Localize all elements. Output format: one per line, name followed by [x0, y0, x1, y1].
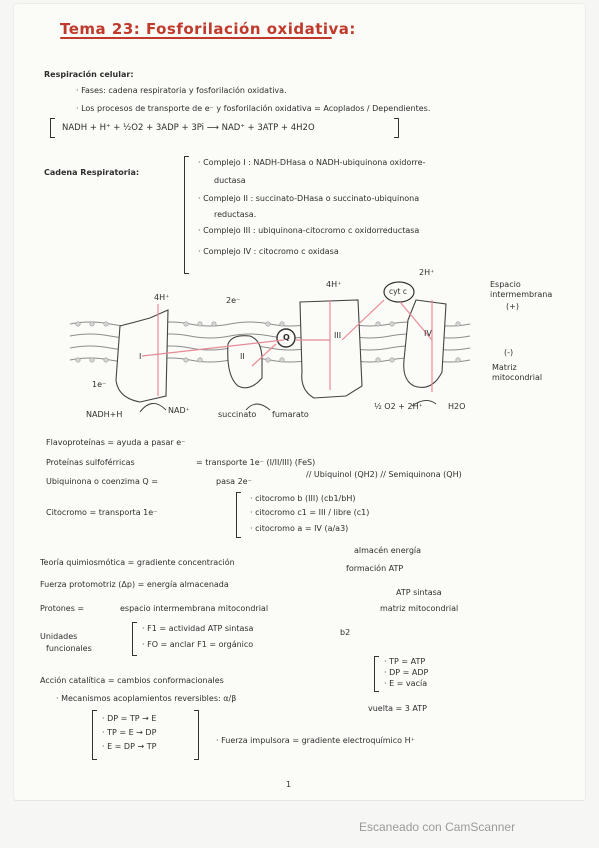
catalytic-action: Acción catalítica = cambios conformacion… [40, 676, 224, 685]
protons-from: espacio intermembrana mitocondrial [120, 604, 269, 613]
two-electrons-label: 2e⁻ [226, 296, 241, 305]
q-label: Q [283, 333, 290, 342]
notebook-sheet [14, 4, 585, 800]
intro-line-1: · Fases: cadena respiratoria y fosforila… [76, 86, 287, 95]
succinato-label: succinato [218, 410, 257, 419]
atp-formation-label: formación ATP [346, 564, 404, 573]
cycle-step-3: · E = DP → TP [102, 742, 157, 751]
intro-line-2: · Los procesos de transporte de e⁻ y fos… [76, 104, 431, 113]
cycle-step-2: · TP = E → DP [102, 728, 157, 737]
turn-yield: vuelta = 3 ATP [368, 704, 427, 713]
complex-2-label: II [240, 352, 245, 361]
matrix-label-2: mitocondrial [492, 373, 543, 382]
matrix-label-1: Matriz [492, 363, 517, 372]
fes-proteins-transport: = transporte 1e⁻ (I/II/III) (FeS) [196, 458, 316, 467]
units-bracket [132, 622, 137, 656]
bullet-cadena: Cadena Respiratoria: [44, 168, 140, 177]
substrate-arrows [139, 400, 437, 413]
membrane-lipid-heads [75, 321, 461, 363]
energy-store-label: almacén energía [354, 546, 422, 555]
complejo-1-cont: ductasa [214, 176, 246, 185]
cytochrome-note: Citocromo = transporta 1e⁻ [46, 508, 158, 517]
oxygen-label: ½ O2 + 2H⁺ [374, 402, 423, 411]
functional-units-2: funcionales [46, 644, 92, 653]
positive-side-label: (+) [506, 302, 519, 311]
camscanner-watermark: Escaneado con CamScanner [359, 820, 516, 834]
nadh-label: NADH+H [86, 410, 123, 419]
global-equation: NADH + H⁺ + ½O2 + 3ADP + 3Pi ⟶ NAD⁺ + 3A… [62, 123, 315, 133]
bullet-respiracion: Respiración celular: [44, 70, 134, 79]
flavoproteins-note: Flavoproteínas = ayuda a pasar e⁻ [46, 438, 186, 447]
reversible-coupling: · Mecanismos acoplamientos reversibles: … [56, 694, 237, 703]
f1-unit: · F1 = actividad ATP sintasa [142, 624, 254, 633]
b2-label: b2 [340, 628, 351, 637]
complejo-2-cont: reductasa. [214, 210, 257, 219]
ubiquinone-note: Ubiquinona o coenzima Q = [46, 477, 158, 486]
cycle-step-1: · DP = TP → E [102, 714, 157, 723]
protons-complex-1: 4H⁺ [154, 293, 170, 302]
one-electron-label: 1e⁻ [92, 380, 107, 389]
cycle-bracket-right [194, 710, 199, 760]
complejo-2: · Complejo II : succinato-DHasa o succin… [198, 194, 420, 203]
page-bottom-line [14, 800, 585, 801]
intermembrane-space-label-2: intermembrana [490, 290, 553, 299]
cytochrome-b: · citocromo b (III) (cb1/bH) [250, 494, 356, 503]
page-title: Tema 23: Fosforilación oxidativa: [60, 20, 356, 38]
cytochrome-a: · citocromo a = IV (a/a3) [250, 524, 349, 533]
cytochrome-bracket [236, 492, 241, 538]
fes-proteins-note: Proteínas sulfoférricas [46, 458, 135, 467]
cytochrome-c-label: cyt c [389, 287, 408, 296]
chemiosmotic-theory: Teoría quimiosmótica = gradiente concent… [40, 558, 235, 567]
complex-1-label: I [139, 352, 142, 361]
state-e: · E = vacía [384, 679, 428, 688]
state-dp: · DP = ADP [384, 668, 429, 677]
page-number: 1 [286, 780, 292, 789]
driving-force: · Fuerza impulsora = gradiente electroqu… [216, 736, 415, 745]
states-bracket [374, 656, 379, 692]
ubiquinone-forms: // Ubiquinol (QH2) // Semiquinona (QH) [306, 470, 462, 479]
title-underline [60, 37, 332, 39]
chain-bracket [184, 156, 189, 274]
atp-synthase-label: ATP sintasa [396, 588, 442, 597]
complex-3-label: III [334, 331, 342, 340]
ubiquinone-q-circle [276, 328, 296, 348]
water-label: H2O [448, 402, 466, 411]
state-tp: · TP = ATP [384, 657, 426, 666]
nad-label: NAD⁺ [168, 406, 190, 415]
complex-3-shape [299, 299, 363, 399]
complejo-1: · Complejo I : NADH-DHasa o NADH-ubiquin… [198, 158, 426, 167]
functional-units-1: Unidades [40, 632, 78, 641]
equation-bracket-right [394, 118, 399, 138]
protons-to: matriz mitocondrial [380, 604, 459, 613]
complejo-4: · Complejo IV : citocromo c oxidasa [198, 247, 339, 256]
protons-complex-4: 2H⁺ [419, 268, 435, 277]
ubiquinone-electrons: pasa 2e⁻ [216, 477, 252, 486]
intermembrane-space-label: Espacio [490, 280, 521, 289]
fumarato-label: fumarato [272, 410, 309, 419]
complejo-3: · Complejo III : ubiquinona-citocromo c … [198, 226, 420, 235]
protons-complex-3: 4H⁺ [326, 280, 342, 289]
fo-unit: · FO = anclar F1 = orgánico [142, 640, 254, 649]
complex-4-label: IV [424, 329, 432, 338]
electron-flow-arrows [141, 299, 433, 396]
complex-2-shape [227, 335, 263, 389]
protons-label: Protones = [40, 604, 85, 613]
complex-4-shape [403, 299, 447, 388]
equation-bracket-left [50, 118, 55, 138]
cytochrome-c-circle [383, 281, 415, 303]
cycle-bracket-left [92, 710, 97, 760]
cytochrome-c1: · citocromo c1 = III / libre (c1) [250, 508, 370, 517]
negative-side-label: (-) [504, 348, 514, 357]
protonmotive-force: Fuerza protomotriz (Δp) = energía almace… [40, 580, 229, 589]
